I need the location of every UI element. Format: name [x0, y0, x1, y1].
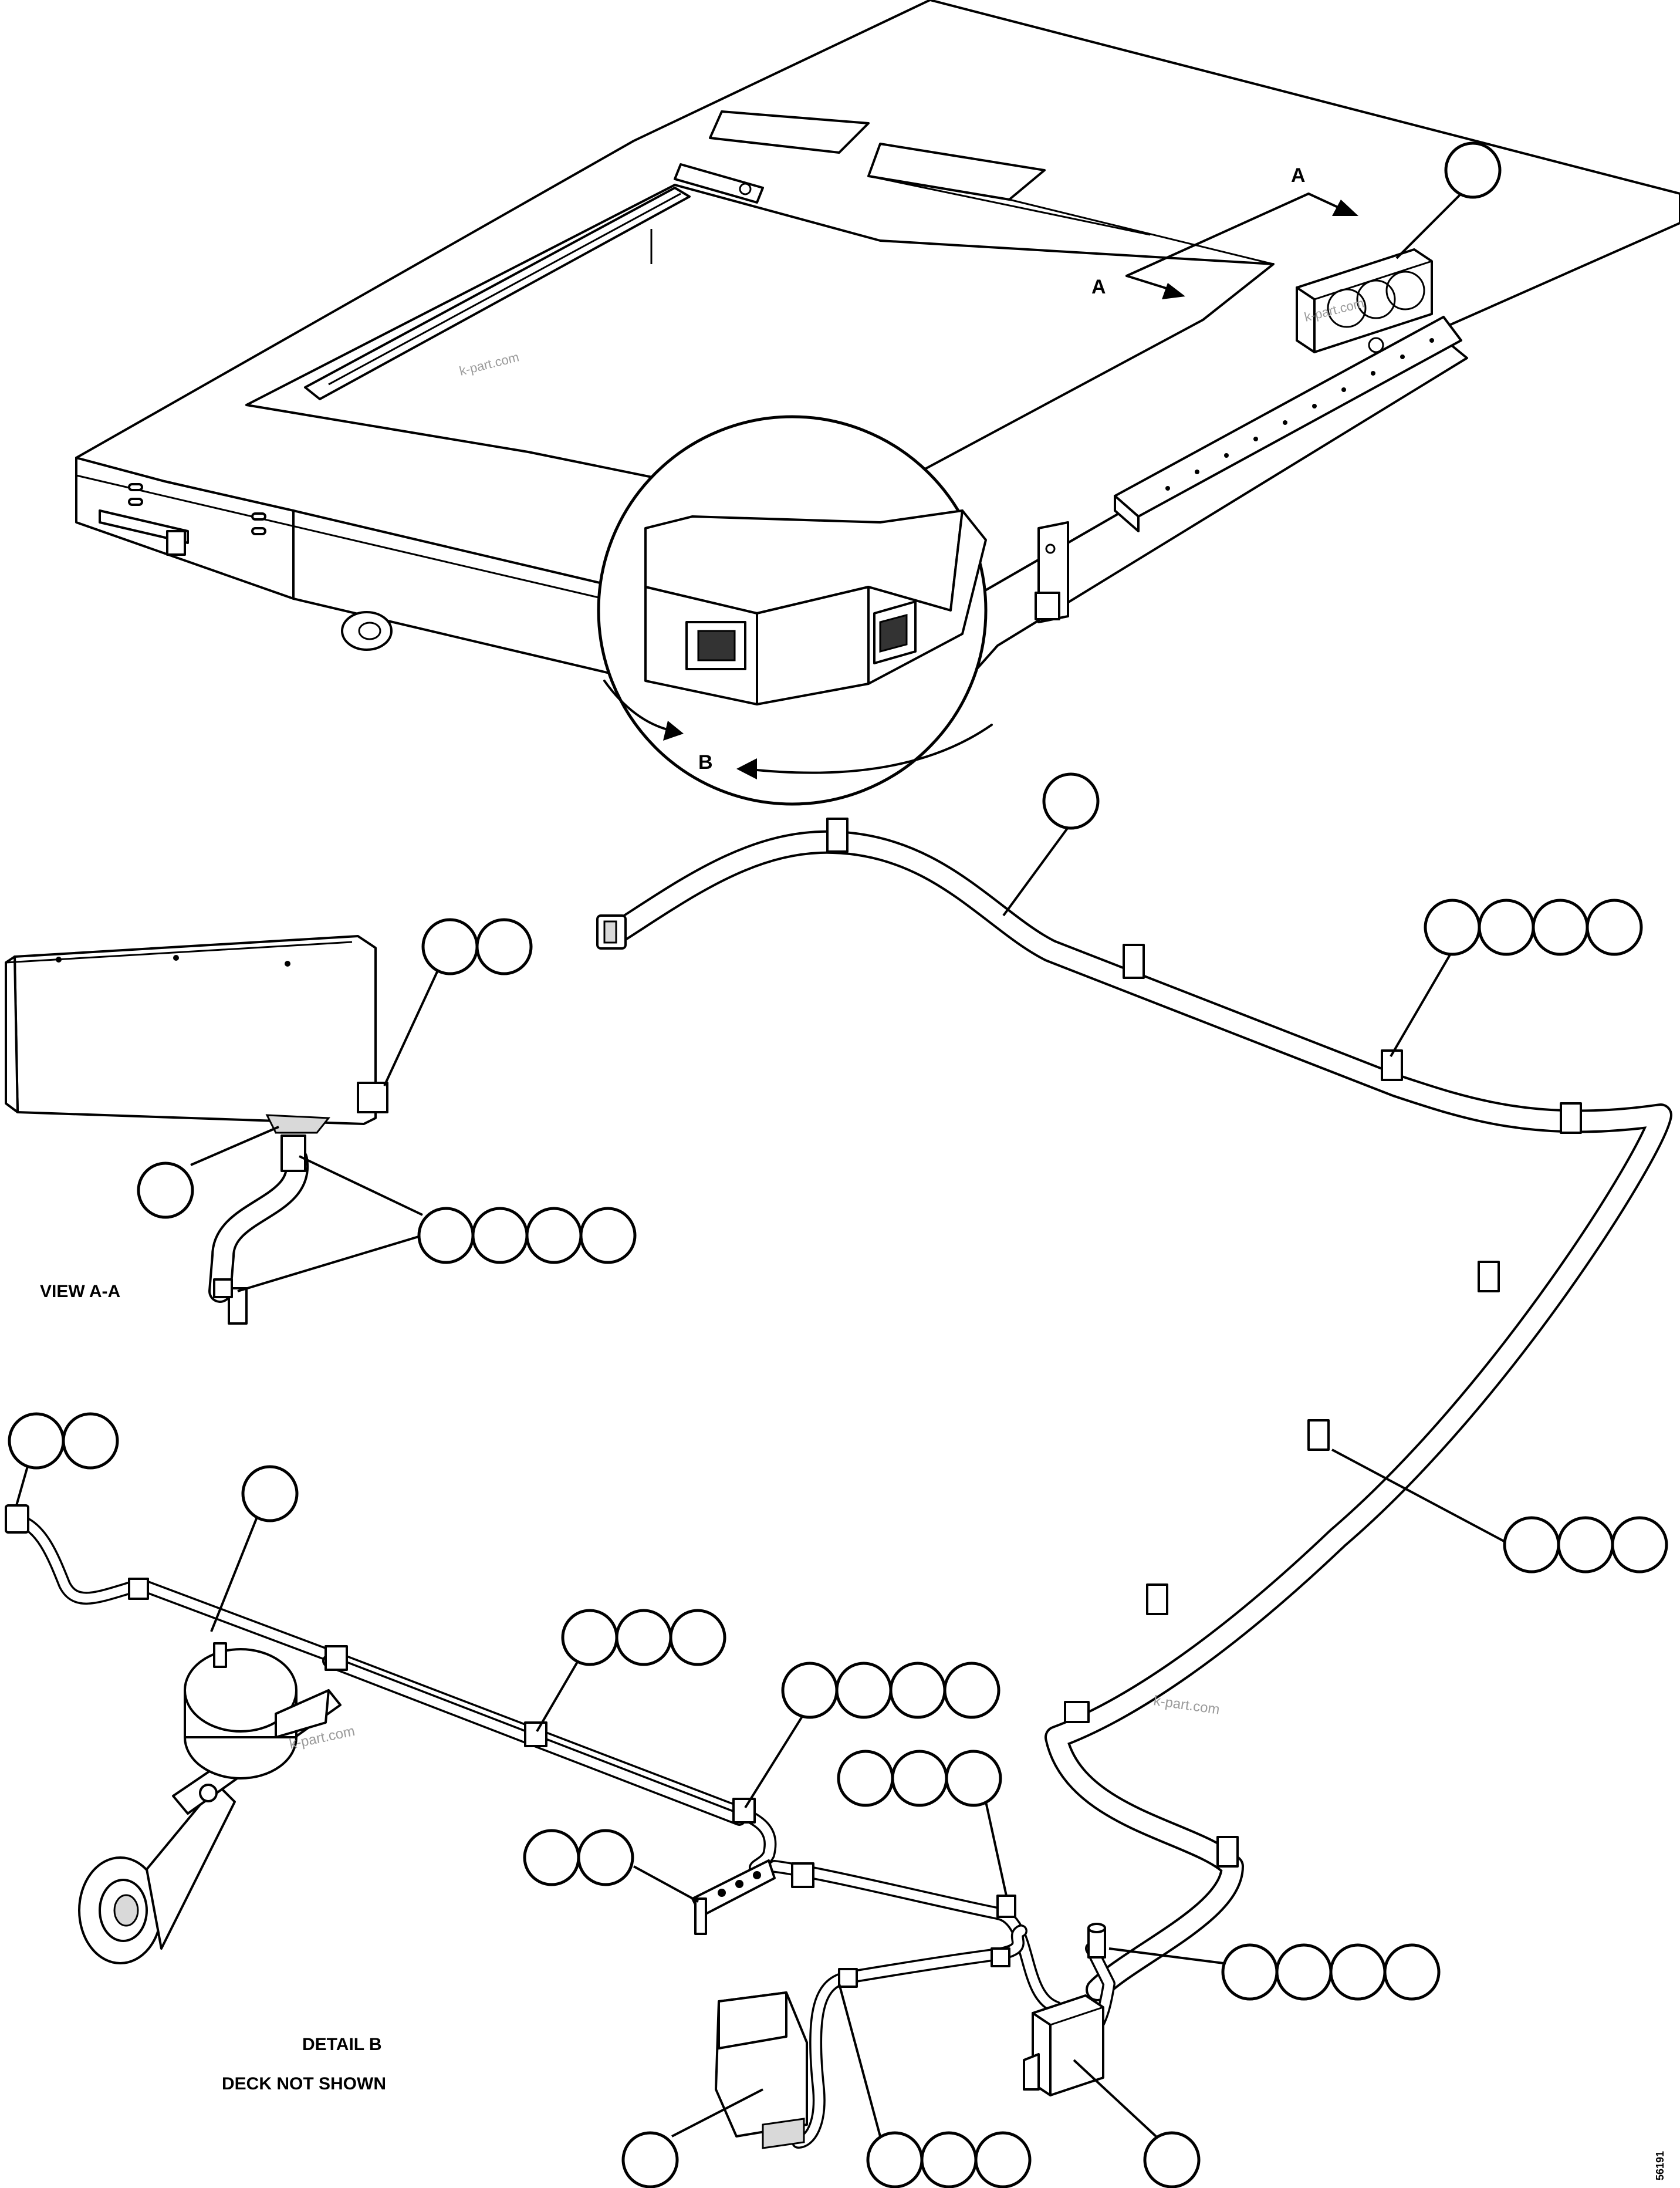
module-right [1023, 1994, 1104, 2096]
callout-g6 [237, 1155, 637, 1292]
callout-g4 [383, 918, 533, 1086]
rail-holes [1165, 338, 1434, 491]
callout-g17 [1073, 2059, 1201, 2188]
callout-g10 [536, 1609, 726, 1733]
section-letter-a-1: A [1291, 164, 1306, 187]
deck-assembly: A A B [75, 0, 1680, 806]
horn [78, 1642, 342, 1964]
callout-g16 [838, 1983, 1032, 2188]
callout-g15 [621, 2088, 763, 2188]
drawing-number: 56191 [1654, 2151, 1666, 2180]
detail-b-magnified-corner [644, 509, 987, 705]
callout-g13 [837, 1750, 1008, 1896]
callout-g3 [1390, 899, 1643, 1058]
callout-g14 [1108, 1943, 1441, 2001]
callouts [8, 141, 1668, 2188]
detail-letter-b: B [698, 751, 713, 774]
callout-g9 [210, 1465, 299, 1632]
detail-b-harness: DETAIL B DECK NOT SHOWN [5, 1504, 1116, 2149]
detail-b-arrow: B [603, 680, 993, 779]
hose-assembly [596, 818, 1672, 2001]
module-left [715, 1991, 808, 2149]
callout-g11 [744, 1662, 1000, 1809]
callout-g7 [1331, 1448, 1668, 1574]
section-arrows-a: A A [1091, 164, 1358, 299]
callout-g8 [8, 1412, 119, 1506]
callout-g2 [1002, 772, 1100, 917]
hose-clamps [826, 818, 1582, 1868]
watermark-3: k-part.com [1152, 1693, 1221, 1718]
terminal-strip [691, 1859, 776, 1935]
deck-not-shown-label: DECK NOT SHOWN [222, 2074, 386, 2094]
view-aa-label: VIEW A-A [40, 1282, 120, 1301]
section-letter-a-2: A [1091, 276, 1106, 298]
callout-g1 [1395, 141, 1502, 259]
callout-g5 [137, 1126, 279, 1219]
gauge-panel [1296, 248, 1433, 353]
view-aa: VIEW A-A [5, 935, 388, 1325]
callout-g12 [523, 1829, 699, 1903]
detail-b-label: DETAIL B [302, 2035, 382, 2054]
